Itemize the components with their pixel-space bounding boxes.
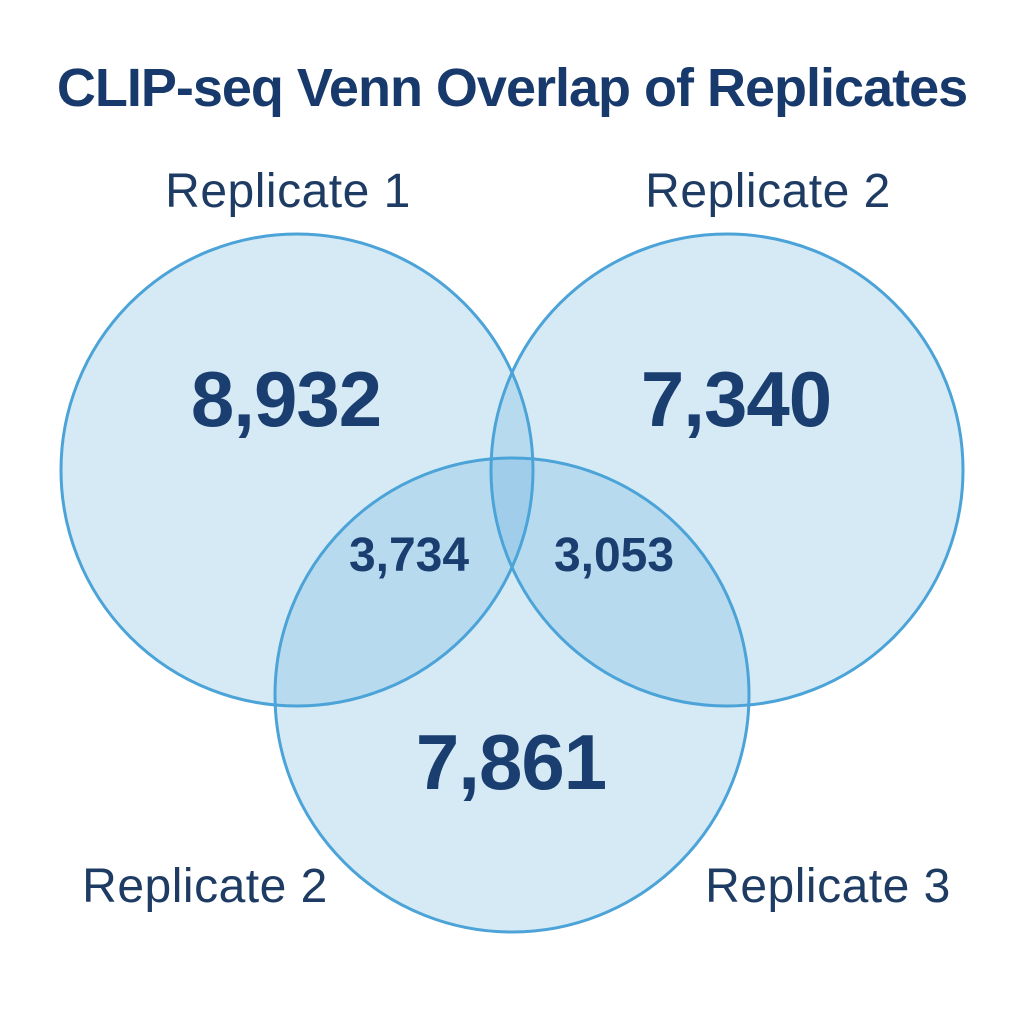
venn-circle-outline-top-right <box>489 232 965 708</box>
venn-circle-outline-top-left <box>59 232 535 708</box>
overlap-value-left: 3,734 <box>348 529 470 582</box>
overlap-value-right: 3,053 <box>553 529 675 582</box>
set-label-replicate-2-bottom: Replicate 2 <box>82 860 328 913</box>
set-value-top-right: 7,340 <box>640 355 832 443</box>
venn-circle-fill-bottom <box>275 458 749 932</box>
set-value-top-left: 8,932 <box>190 355 382 443</box>
set-label-replicate-3: Replicate 3 <box>705 860 951 913</box>
chart-title: CLIP-seq Venn Overlap of Replicates <box>56 58 968 118</box>
venn-circle-fill-top-left <box>61 234 533 706</box>
set-label-replicate-2-top: Replicate 2 <box>645 165 891 218</box>
set-value-bottom: 7,861 <box>415 718 607 806</box>
set-label-replicate-1: Replicate 1 <box>165 165 411 218</box>
venn-circle-fill-top-right <box>491 234 963 706</box>
venn-circle-outline-bottom <box>273 456 751 934</box>
